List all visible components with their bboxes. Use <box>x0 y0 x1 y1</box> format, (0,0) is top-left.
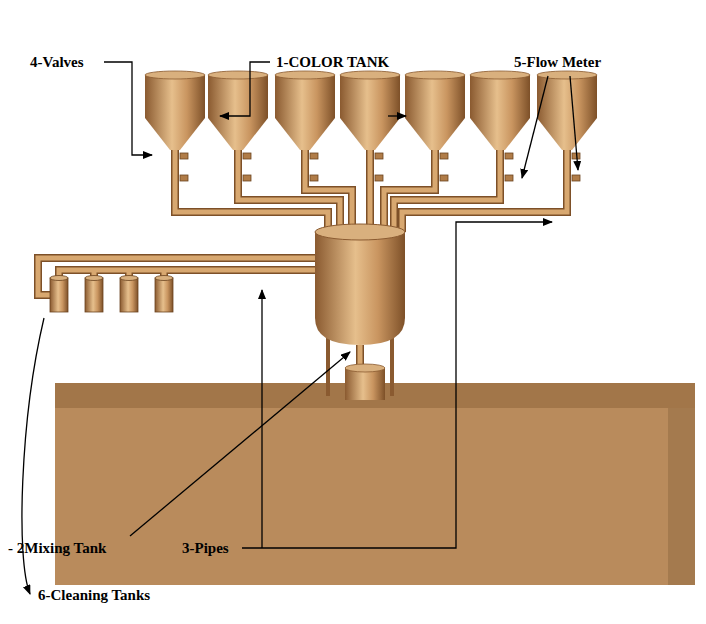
slab-side <box>668 408 695 585</box>
mixing-tank <box>315 224 405 400</box>
callout-label: 3-Pipes <box>182 539 229 557</box>
callout-label: 5-Flow Meter <box>514 53 601 71</box>
cleaning-tanks <box>50 276 173 313</box>
callout-label: 4-Valves <box>30 53 84 71</box>
pipes <box>38 150 567 365</box>
callout-label: - 2Mixing Tank <box>8 539 106 557</box>
slab-front <box>55 408 668 585</box>
callout-label: 1-COLOR TANK <box>276 53 389 71</box>
pipes-outline <box>38 150 567 365</box>
leader-lines <box>22 62 578 594</box>
color-tanks <box>145 71 597 181</box>
callout-label: 6-Cleaning Tanks <box>38 586 150 604</box>
